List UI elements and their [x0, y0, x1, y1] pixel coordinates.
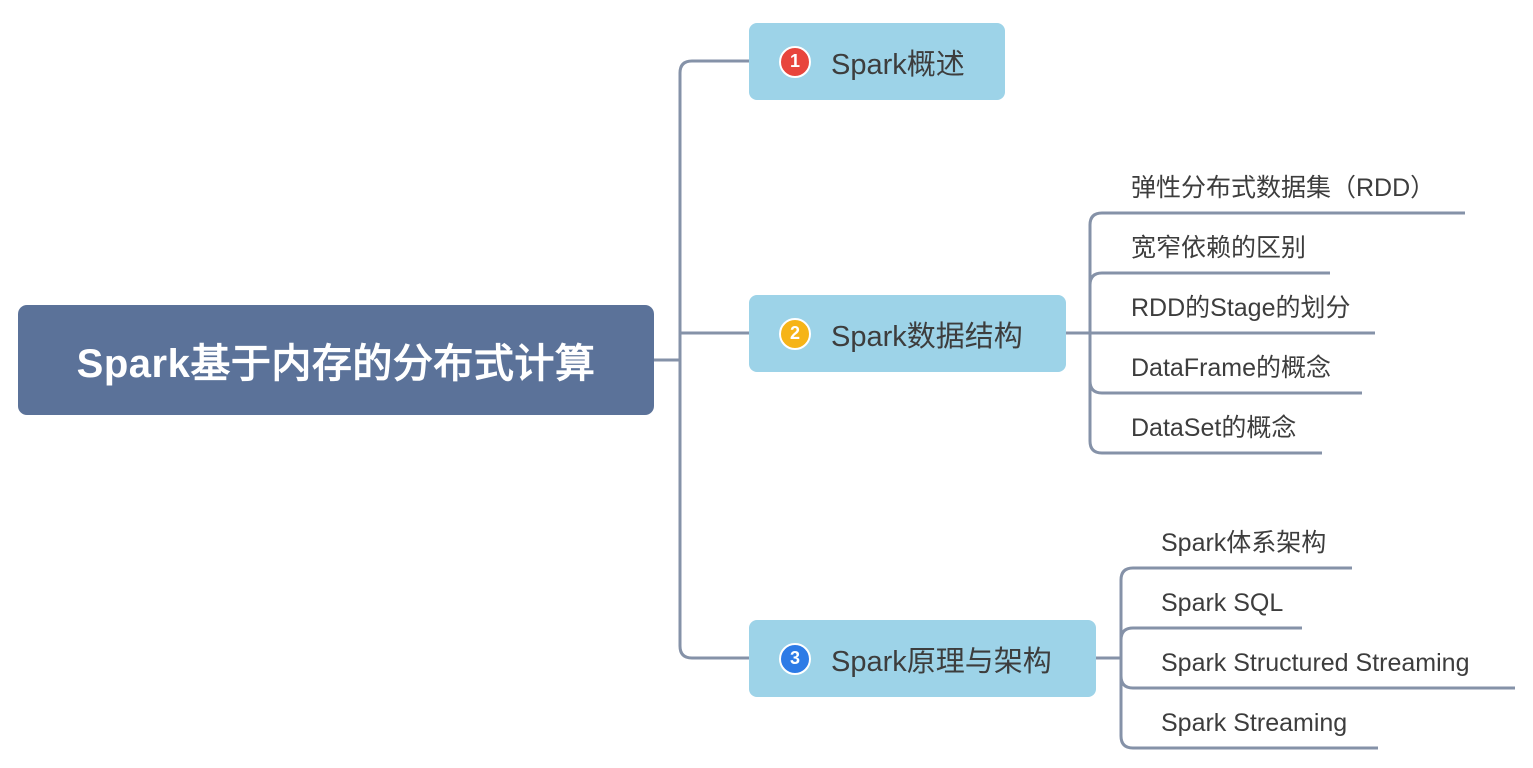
connector-root-to-branch-2 [678, 331, 749, 360]
branch-topic-2[interactable]: 2 Spark数据结构 [749, 295, 1066, 372]
connector-branch-3-vertical [1119, 566, 1134, 750]
subtopic-2-4[interactable]: DataFrame的概念 [1131, 354, 1332, 382]
connector-child-underline-2-4 [1088, 380, 1362, 395]
number-2-badge-icon: 2 [779, 317, 811, 350]
branch-topic-3[interactable]: 3 Spark原理与架构 [749, 620, 1096, 697]
subtopic-3-4[interactable]: Spark Streaming [1161, 709, 1348, 737]
branch-topic-3-label: Spark原理与架构 [831, 645, 1052, 678]
branch-topic-1-label: Spark概述 [831, 48, 965, 81]
subtopic-2-2[interactable]: 宽窄依赖的区别 [1131, 234, 1307, 262]
number-1-badge-icon: 1 [779, 45, 811, 78]
number-3-badge-icon: 3 [779, 642, 811, 675]
connector-branch-2-vertical [1088, 211, 1103, 455]
subtopic-2-1[interactable]: 弹性分布式数据集（RDD） [1131, 174, 1436, 202]
connector-root-to-branch-1 [678, 59, 749, 333]
subtopic-3-3[interactable]: Spark Structured Streaming [1161, 649, 1470, 677]
connector-root-to-branch-3 [678, 333, 749, 660]
subtopic-2-3[interactable]: RDD的Stage的划分 [1131, 294, 1351, 322]
subtopic-2-5[interactable]: DataSet的概念 [1131, 414, 1297, 442]
subtopic-3-2[interactable]: Spark SQL [1161, 589, 1284, 617]
root-topic[interactable]: Spark基于内存的分布式计算 [18, 305, 654, 415]
subtopic-3-1[interactable]: Spark体系架构 [1161, 529, 1327, 557]
branch-topic-2-label: Spark数据结构 [831, 320, 1023, 353]
branch-topic-1[interactable]: 1 Spark概述 [749, 23, 1005, 100]
root-topic-label: Spark基于内存的分布式计算 [76, 342, 596, 386]
connector-child-underline-3-2 [1119, 626, 1302, 641]
connector-child-underline-3-3 [1119, 675, 1515, 690]
connector-child-underline-2-2 [1088, 271, 1330, 286]
